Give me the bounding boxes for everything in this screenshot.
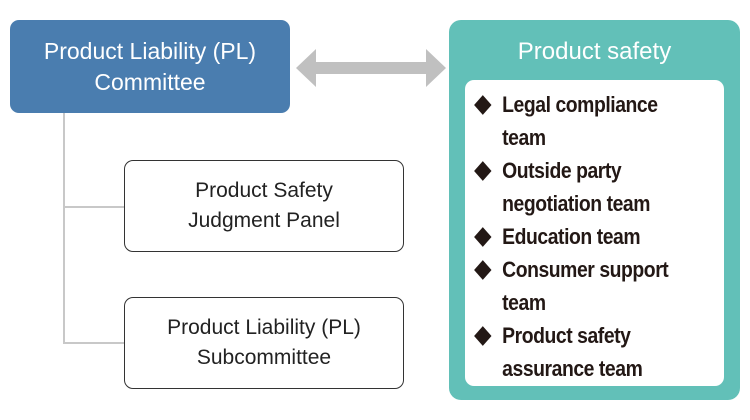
diamond-bullet-icon [474, 95, 492, 115]
pl-subcommittee-box: Product Liability (PL) Subcommittee [124, 297, 404, 389]
team-item-education: Education team [474, 220, 725, 253]
team-label-line2: team [502, 125, 546, 150]
team-label-line1: Consumer support [502, 257, 669, 282]
team-item-consumer-support: Consumer support team [474, 253, 725, 319]
team-label-line2: team [502, 290, 546, 315]
tree-connector-judgment-panel [63, 206, 125, 208]
diamond-bullet-icon [474, 161, 492, 181]
team-item-outside-party-negotiation: Outside party negotiation team [474, 154, 725, 220]
tree-connector-vertical [63, 113, 65, 343]
pl-subcommittee-line1: Product Liability (PL) [167, 316, 361, 339]
judgment-panel-line2: Judgment Panel [188, 209, 340, 232]
judgment-panel-line1: Product Safety [195, 179, 333, 202]
tree-connector-subcommittee [63, 342, 125, 344]
team-label-line1: Education team [502, 224, 641, 249]
judgment-panel-box: Product Safety Judgment Panel [124, 160, 404, 252]
team-label-line2: assurance team [502, 356, 643, 381]
team-label-line1: Legal compliance [502, 92, 658, 117]
diamond-bullet-icon [474, 260, 492, 280]
diamond-bullet-icon [474, 227, 492, 247]
pl-committee-title-line1: Product Liability (PL) [43, 37, 257, 64]
pl-subcommittee-line2: Subcommittee [196, 346, 332, 369]
diamond-bullet-icon [474, 326, 492, 346]
team-label-line1: Outside party [502, 158, 622, 183]
pl-committee-box: Product Liability (PL) Committee [10, 20, 290, 113]
product-safety-team-list: Legal compliance team Outside party negoti… [474, 88, 724, 385]
team-label-line1: Product safety [502, 323, 631, 348]
team-label-line2: negotiation team [502, 191, 651, 216]
product-safety-title: Product safety [517, 38, 672, 65]
team-item-legal-compliance: Legal compliance team [474, 88, 725, 154]
bidirectional-arrow-icon [296, 49, 446, 87]
team-item-product-safety-assurance: Product safety assurance team [474, 319, 725, 385]
pl-committee-title-line2: Committee [94, 68, 206, 95]
product-safety-team-panel [465, 80, 724, 386]
